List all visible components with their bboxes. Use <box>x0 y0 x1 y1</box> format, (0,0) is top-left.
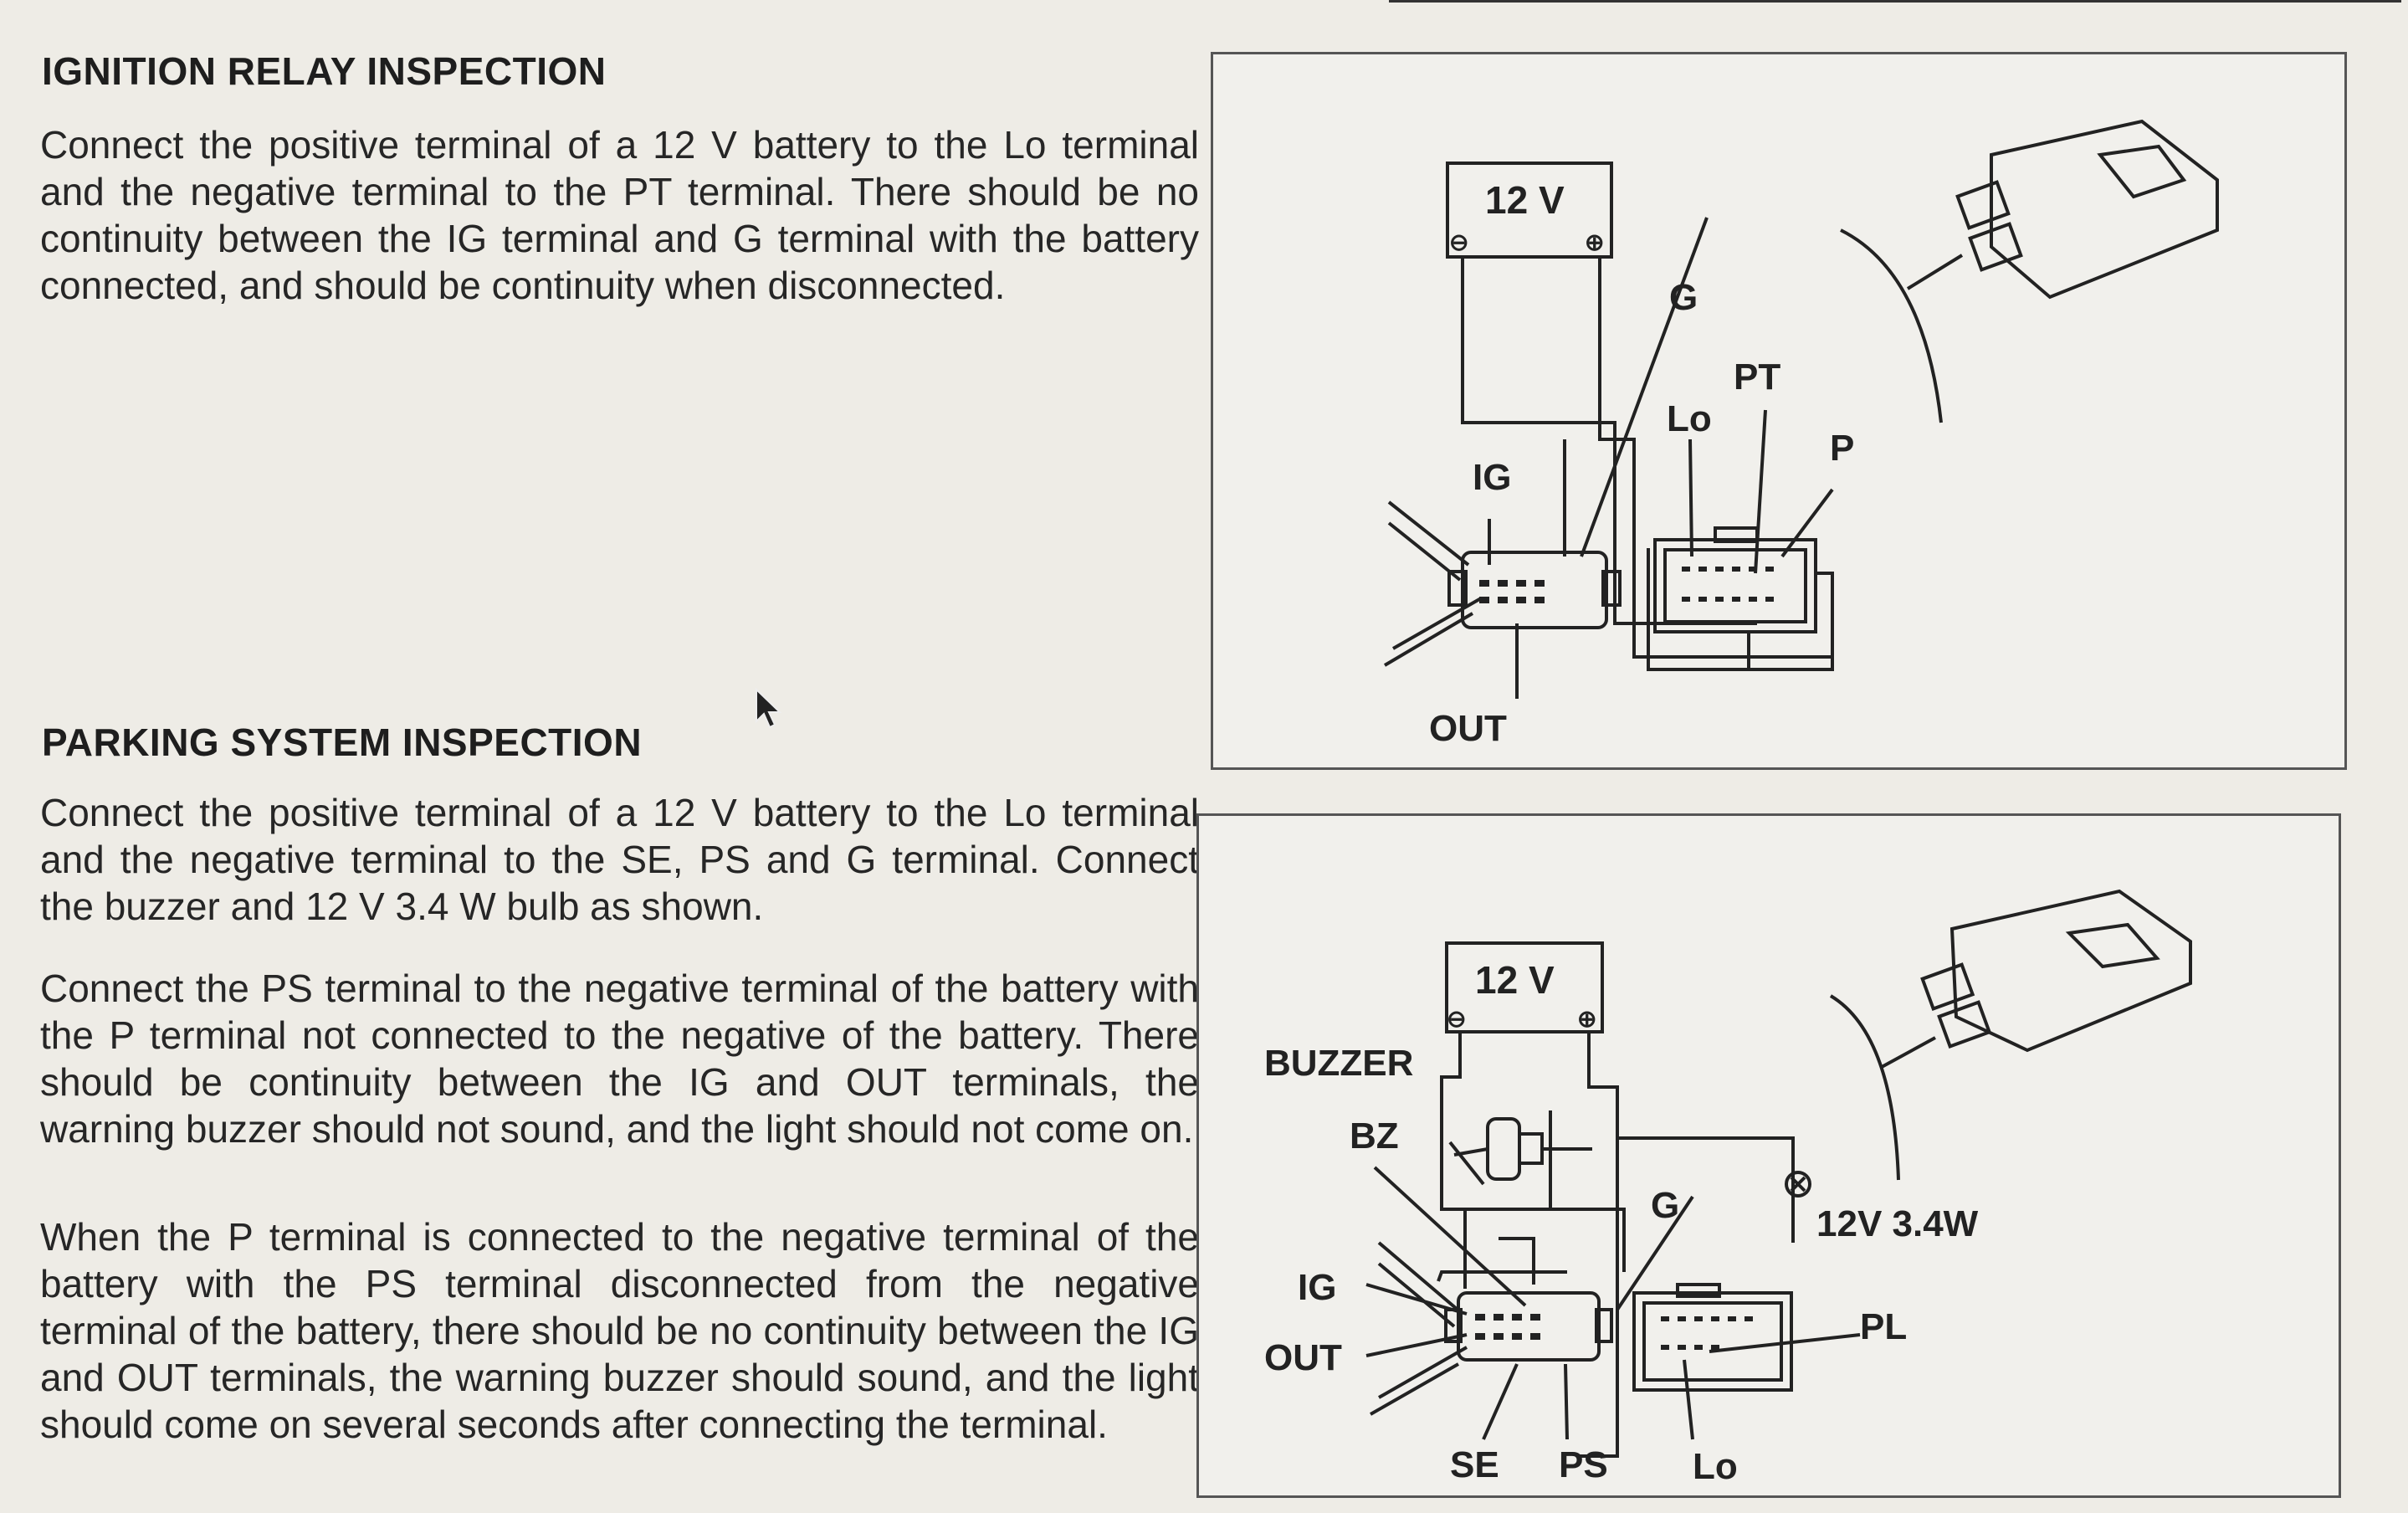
ignition-relay-paragraph: Connect the positive terminal of a 12 V … <box>40 123 1199 307</box>
relay-connector-left <box>1457 1291 1601 1362</box>
battery-box <box>1445 941 1604 1033</box>
mouse-pointer-icon <box>755 687 783 734</box>
battery-minus-icon: ⊖ <box>1447 1006 1466 1032</box>
relay-connector-right <box>1653 538 1817 633</box>
battery-label: 12 V <box>1485 178 1565 222</box>
battery-minus-icon: ⊖ <box>1449 229 1468 255</box>
label-out: OUT <box>1264 1337 1342 1378</box>
parking-paragraph-2: Connect the PS terminal to the negative … <box>40 967 1199 1151</box>
label-se: SE <box>1450 1444 1499 1485</box>
ignition-relay-heading: IGNITION RELAY INSPECTION <box>42 49 607 93</box>
label-g: G <box>1669 277 1698 318</box>
label-buzzer: BUZZER <box>1264 1043 1413 1084</box>
parking-system-diagram: 12 V ⊖ ⊕ BUZZER BZ IG OUT G 12V 3.4W PL … <box>1196 813 2341 1498</box>
battery-plus-icon: ⊕ <box>1585 229 1604 255</box>
label-g: G <box>1651 1185 1679 1226</box>
label-p: P <box>1830 428 1854 469</box>
parking-system-heading: PARKING SYSTEM INSPECTION <box>42 721 643 764</box>
label-ig: IG <box>1298 1267 1336 1308</box>
battery-plus-icon: ⊕ <box>1577 1006 1596 1032</box>
label-pt: PT <box>1734 356 1780 397</box>
label-pl: PL <box>1860 1306 1907 1347</box>
bulb-icon <box>1785 1171 1811 1198</box>
label-bulb: 12V 3.4W <box>1816 1203 1979 1244</box>
relay-connector-left <box>1461 551 1608 629</box>
label-lo: Lo <box>1667 398 1712 439</box>
top-rule <box>1389 0 2401 3</box>
battery-box <box>1446 162 1613 259</box>
label-out: OUT <box>1429 708 1507 749</box>
buzzer <box>1486 1117 1521 1181</box>
parking-paragraph-1: Connect the positive terminal of a 12 V … <box>40 791 1199 928</box>
parking-paragraph-3: When the P terminal is connected to the … <box>40 1215 1199 1446</box>
relay-connector-right <box>1632 1291 1793 1392</box>
label-bz: BZ <box>1350 1116 1399 1157</box>
label-ig: IG <box>1473 457 1511 498</box>
ignition-relay-diagram: 12 V ⊖ ⊕ IG OUT G Lo PT P <box>1211 52 2347 770</box>
label-lo: Lo <box>1693 1446 1738 1487</box>
battery-label: 12 V <box>1475 958 1555 1002</box>
label-ps: PS <box>1559 1444 1608 1485</box>
